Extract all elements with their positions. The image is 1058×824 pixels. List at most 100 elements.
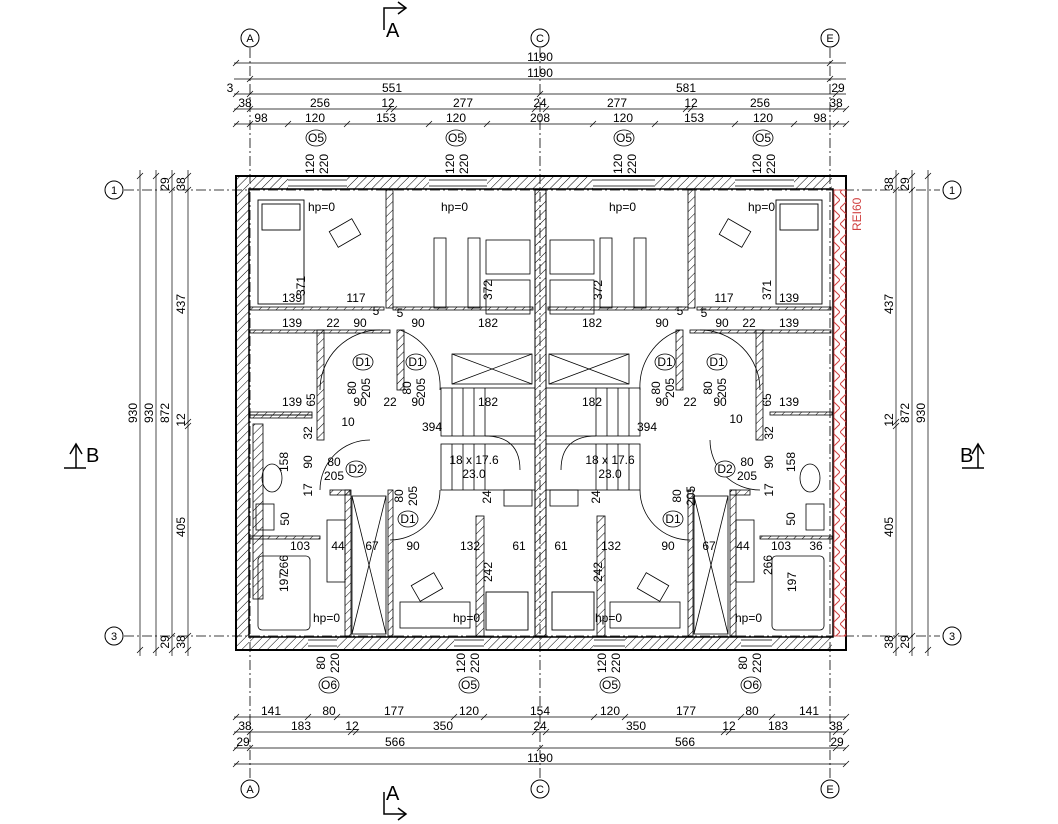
dim-right-top-0: 38 [882, 177, 896, 191]
idim-44-r: 44 [736, 539, 750, 553]
dim-top-r5-7: 120 [753, 111, 773, 125]
dim-top-r5-3: 120 [446, 111, 466, 125]
dim-left-bot-0: 29 [158, 635, 172, 649]
dim-right-inner: 872 [898, 403, 912, 423]
section-mark-a-top [383, 1, 408, 30]
dim-bot-r1-5: 120 [600, 704, 620, 718]
dimension-tick [908, 186, 916, 194]
door-dim-h-4: 205 [715, 378, 729, 398]
idim-90-k: 90 [406, 539, 420, 553]
dimension-tick [542, 105, 550, 113]
idim-5-b: 5 [397, 306, 404, 320]
idim-90-e: 90 [353, 395, 367, 409]
idim-372-r: 372 [591, 280, 605, 300]
dim-top-r4-6: 12 [684, 96, 698, 110]
dimension-tick [589, 120, 597, 128]
stair-right-rise: 23.0 [598, 467, 622, 481]
idim-90-j: 90 [762, 455, 776, 469]
grid-label-c-bottom: C [536, 784, 544, 796]
idim-242-r: 242 [591, 562, 605, 582]
idim-5-c: 5 [677, 304, 684, 318]
dimension-tick [590, 713, 598, 721]
window-h-top-1: 220 [317, 154, 331, 174]
window-tags [305, 129, 774, 694]
idim-90-d: 90 [715, 316, 729, 330]
dimension-tick [908, 632, 916, 640]
dim-bot-r1-8: 141 [799, 704, 819, 718]
dimension-tick [842, 105, 850, 113]
hp-label-5: hp=0 [313, 611, 340, 625]
idim-50-l: 50 [278, 512, 292, 526]
dim-left-mid: 12 [174, 413, 188, 427]
door-dim-h-7: 205 [406, 486, 420, 506]
idim-182-b: 182 [582, 316, 602, 330]
idim-65-r: 65 [760, 393, 774, 407]
dimension-tick [790, 120, 798, 128]
door-dim-w-3: 80 [649, 381, 663, 395]
dimension-tick [908, 646, 916, 654]
window-w-top-2: 120 [443, 154, 457, 174]
dimension-tick [842, 728, 850, 736]
window-tag-top-4: O5 [755, 131, 771, 145]
dimension-tick [924, 646, 932, 654]
dimension-tick [136, 646, 144, 654]
idim-139-e: 139 [282, 395, 302, 409]
grid-label-3-left: 3 [111, 631, 117, 643]
window-h-bot-2: 220 [468, 653, 482, 673]
idim-90-h: 90 [713, 395, 727, 409]
section-mark-b-left [64, 442, 86, 469]
dimension-tick [304, 713, 312, 721]
idim-32-r: 32 [762, 426, 776, 440]
dim-bot-r1-6: 177 [676, 704, 696, 718]
dim-left-total-b: 930 [142, 403, 156, 423]
idim-5-d: 5 [701, 306, 708, 320]
dim-bot-r1-1: 80 [322, 704, 336, 718]
section-label-b-right: B [960, 445, 973, 467]
side-dimension-lines [136, 170, 932, 656]
dim-bot-r3-2: 566 [675, 735, 695, 749]
dim-left-seg2: 405 [174, 517, 188, 537]
dim-right-top-1: 29 [898, 177, 912, 191]
idim-61-r: 61 [554, 539, 568, 553]
section-label-a-bottom: A [386, 783, 400, 805]
door-dim-h-8: 205 [684, 486, 698, 506]
dimension-tick [168, 172, 176, 180]
dim-top-r4-1: 256 [310, 96, 330, 110]
section-mark-b-right [962, 442, 985, 469]
idim-117-b: 117 [714, 291, 733, 305]
hp-label-2: hp=0 [441, 200, 468, 214]
dim-top-r4-3: 277 [453, 96, 473, 110]
idim-36-r: 36 [809, 539, 823, 553]
dimension-tick [832, 744, 840, 752]
window-h-top-2: 220 [457, 154, 471, 174]
dim-right-bot-0: 38 [882, 635, 896, 649]
dim-bot-r2-5: 350 [626, 719, 646, 733]
door-dim-w-2: 80 [400, 381, 414, 395]
door-dim-h-5: 205 [324, 469, 344, 483]
window-h-bot-4: 220 [750, 653, 764, 673]
dimension-tick [184, 418, 192, 426]
dimension-tick [826, 59, 834, 67]
dim-bot-r1-0: 141 [261, 704, 281, 718]
idim-139-a: 139 [282, 291, 302, 305]
idim-22-c: 22 [383, 395, 397, 409]
idim-17-r: 17 [762, 483, 776, 497]
dimension-tick [842, 713, 850, 721]
dim-bot-r2-4: 24 [533, 719, 547, 733]
dimension-tick [232, 105, 240, 113]
dimension-tick [333, 713, 341, 721]
dimension-tick [892, 422, 900, 430]
dim-top-r4-7: 256 [750, 96, 770, 110]
dimension-tick [246, 728, 254, 736]
idim-90-i: 90 [301, 455, 315, 469]
dimension-tick [246, 120, 254, 128]
dimension-tick [246, 744, 254, 752]
window-w-bot-2: 120 [454, 653, 468, 673]
window-tag-top-2: O5 [448, 131, 464, 145]
dim-top-r5-0: 98 [254, 111, 268, 125]
dimension-tick [343, 120, 351, 128]
staircase-left [440, 353, 536, 491]
dim-bot-r1-2: 177 [384, 704, 404, 718]
dimension-tick [687, 105, 695, 113]
